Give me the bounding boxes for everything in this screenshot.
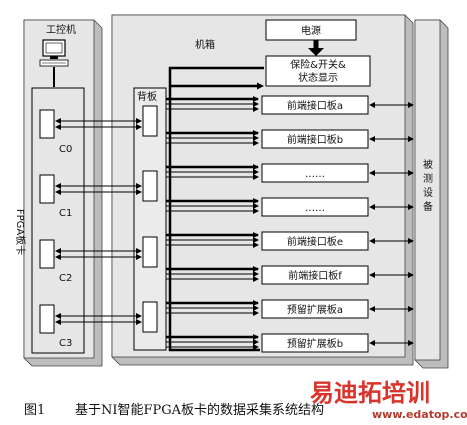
board-box — [261, 129, 369, 149]
backplane-label: 背板 — [137, 90, 157, 103]
board-label: 预留扩展板b — [287, 337, 343, 350]
board-box — [261, 231, 369, 251]
backplane-connector-c3 — [142, 301, 158, 333]
board-rows: 前端接口板a 前端接口板b …… …… 前端接口板e 前端接口板f 预留扩展板a 预留扩展板b — [166, 95, 414, 353]
watermark: 易迪拓培训 www.edatop.com — [310, 379, 467, 421]
channel-box-c0 — [39, 109, 55, 139]
channel-label-c0: C0 — [59, 144, 72, 155]
board-label: 前端接口板f — [288, 269, 342, 282]
ipc-label: 工控机 — [46, 23, 76, 36]
cable-arrows — [55, 118, 142, 325]
power-bus — [168, 66, 264, 352]
board-box — [261, 197, 369, 217]
dut-label-char-1: 被 — [423, 158, 433, 171]
board-row: 预留扩展板a — [166, 299, 414, 319]
protection-box: 保险&开关& 状态显示 — [265, 55, 371, 87]
board-row: …… — [166, 197, 414, 217]
dut-label-char-4: 备 — [423, 200, 433, 213]
board-label: 预留扩展板a — [287, 303, 343, 316]
power-box: 电源 — [265, 19, 357, 41]
board-label: 前端接口板a — [287, 99, 343, 112]
channel-label-c1: C1 — [59, 208, 72, 219]
board-label: 前端接口板b — [287, 133, 343, 146]
board-row: 前端接口板e — [166, 231, 414, 251]
caption-title: 基于NI智能FPGA板卡的数据采集系统结构 — [75, 402, 324, 418]
protection-label-line2: 状态显示 — [298, 71, 338, 84]
board-row: 前端接口板b — [166, 129, 414, 149]
protection-label-line1: 保险&开关& — [290, 58, 346, 71]
figure-caption: 图1 基于NI智能FPGA板卡的数据采集系统结构 — [24, 402, 324, 418]
board-label: 前端接口板e — [287, 235, 343, 248]
dut-label-char-3: 设 — [423, 187, 433, 199]
channel-label-c2: C2 — [59, 273, 72, 284]
channel-box-c3 — [39, 304, 55, 334]
chassis-label: 机箱 — [195, 38, 215, 51]
board-row: …… — [166, 163, 414, 183]
power-arrow — [308, 40, 324, 56]
board-box — [261, 163, 369, 183]
board-row: 前端接口板a — [166, 95, 414, 115]
board-row: 预留扩展板b — [166, 333, 414, 353]
board-box — [261, 299, 369, 319]
channel-box-c1 — [39, 174, 55, 204]
board-box — [261, 333, 369, 353]
computer-icon — [39, 39, 69, 67]
board-row: 前端接口板f — [166, 265, 414, 285]
caption-figure-number: 图1 — [24, 403, 45, 418]
watermark-name: 易迪拓培训 — [310, 379, 430, 407]
board-label: …… — [305, 169, 325, 180]
board-label: …… — [305, 203, 325, 214]
power-label: 电源 — [301, 24, 321, 37]
device-under-test-panel: 被 测 设 备 — [414, 19, 449, 369]
channel-label-c3: C3 — [59, 338, 72, 349]
backplane-connector-c0 — [142, 105, 158, 137]
fpga-card-label: FPGA板卡 — [14, 209, 27, 255]
backplane-connector-c1 — [142, 170, 158, 202]
dut-label-char-2: 测 — [423, 172, 433, 185]
board-box — [261, 95, 369, 115]
backplane-connector-c2 — [142, 236, 158, 268]
board-box — [261, 265, 369, 285]
watermark-url: www.edatop.com — [372, 408, 467, 421]
channel-box-c2 — [39, 239, 55, 269]
